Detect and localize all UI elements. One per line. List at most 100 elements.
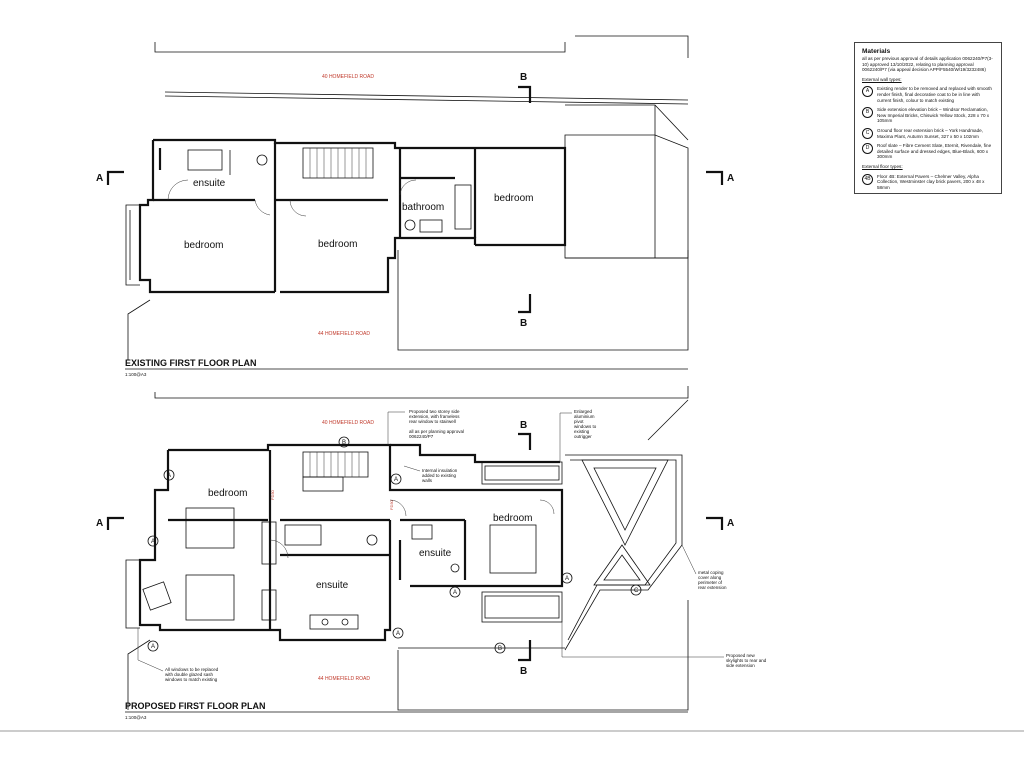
proposed-bottom-boundary <box>397 600 689 711</box>
existing-stairs <box>302 147 374 179</box>
proposed-roof-skylight-triangle-2-inner <box>603 554 641 581</box>
existing-basin <box>419 219 443 233</box>
svg-text:A: A <box>167 473 171 479</box>
svg-text:aluminium: aluminium <box>574 414 595 419</box>
proposed-roof-skylight-triangle-1 <box>581 459 669 546</box>
proposed-road-label-top: 40 HOMEFIELD ROAD <box>322 420 374 426</box>
svg-text:Proposed two storey side: Proposed two storey side <box>409 409 460 414</box>
proposed-rear-extension-coping <box>567 459 677 641</box>
svg-text:pivot: pivot <box>574 419 584 424</box>
material-tag-a: A <box>163 469 175 481</box>
legend-item-text: Floor 4B: External Pavers – Chelmer Vall… <box>877 173 985 190</box>
svg-text:0062240/P7: 0062240/P7 <box>409 434 434 439</box>
svg-text:all as per planning approval: all as per planning approval <box>409 429 464 434</box>
material-tag-b: B <box>494 642 506 654</box>
proposed-bed <box>185 574 235 621</box>
proposed-plan: FD30 FD30 bedroom ensuite ensuite bedroo… <box>96 386 767 720</box>
proposed-road-label-bottom: 44 HOMEFIELD ROAD <box>318 676 370 682</box>
proposed-bay-window <box>125 559 140 629</box>
legend-external-walls-heading: External wall types: <box>862 76 902 82</box>
existing-top-right-boundary <box>575 35 689 58</box>
proposed-door-swing <box>389 499 407 517</box>
existing-section-b-bottom: B <box>518 294 532 329</box>
proposed-room-bedroom-rear: bedroom <box>493 513 532 524</box>
svg-text:All windows to be replaced: All windows to be replaced <box>165 667 219 672</box>
svg-text:added to existing: added to existing <box>422 473 457 478</box>
proposed-left-boundary <box>127 639 151 710</box>
proposed-vanity <box>309 614 359 630</box>
proposed-roof-skylight-triangle-2 <box>593 544 651 586</box>
svg-text:outrigger: outrigger <box>574 434 592 439</box>
legend-item-text: Roof slate – Fibre Cement Slate, Eternit… <box>877 143 992 160</box>
existing-section-b-top: B <box>518 72 532 103</box>
legend-badge: C <box>862 127 873 139</box>
svg-text:B: B <box>520 666 527 677</box>
note-skylights: Proposed new skylights to rear and side … <box>561 622 767 668</box>
svg-text:A: A <box>96 518 103 529</box>
svg-text:A: A <box>151 644 155 650</box>
svg-text:rear window to stairwell: rear window to stairwell <box>409 419 456 424</box>
proposed-skylight-top-inner <box>484 465 560 481</box>
existing-room-bedroom-rear: bedroom <box>494 193 533 204</box>
svg-text:A: A <box>151 539 155 545</box>
note-side-extension: Proposed two storey side extension, with… <box>387 409 464 445</box>
existing-wc <box>256 154 268 166</box>
proposed-fire-door-label: FD30 <box>270 489 275 500</box>
proposed-wc-rear <box>450 563 460 573</box>
existing-road-label-top: 40 HOMEFIELD ROAD <box>322 74 374 80</box>
existing-road-label-bottom: 44 HOMEFIELD ROAD <box>318 331 370 337</box>
proposed-basin <box>321 618 329 626</box>
proposed-section-a-right: A <box>706 516 734 530</box>
existing-bay-window <box>125 204 140 286</box>
proposed-roof-diag <box>647 399 689 441</box>
existing-section-a-left: A <box>96 170 124 185</box>
proposed-room-ensuite-rear: ensuite <box>419 548 452 559</box>
material-tag-a: A <box>390 473 402 485</box>
existing-bath <box>454 184 472 230</box>
svg-text:Enlarged: Enlarged <box>574 409 593 414</box>
material-tag-b: B <box>338 436 350 448</box>
existing-party-line-top-2 <box>164 95 689 105</box>
svg-text:A: A <box>394 477 398 483</box>
svg-text:extension, with frameless: extension, with frameless <box>409 414 460 419</box>
svg-text:cover along: cover along <box>698 575 722 580</box>
proposed-section-a-left: A <box>96 516 124 530</box>
existing-plan: ensuite bathroom bedroom bedroom bedroom… <box>96 35 734 377</box>
proposed-top-boundary <box>154 386 689 399</box>
svg-text:A: A <box>396 631 400 637</box>
legend-item-text: Side extension elevation brick – Windsor… <box>877 107 990 124</box>
proposed-skylight-top <box>481 461 563 485</box>
proposed-outer-wall-top <box>168 443 564 588</box>
proposed-fire-door-label: FD30 <box>389 499 394 510</box>
svg-text:skylights to rear and: skylights to rear and <box>726 658 767 663</box>
proposed-section-b-top: B <box>518 420 532 450</box>
svg-text:A: A <box>453 590 457 596</box>
proposed-bed <box>489 524 537 574</box>
material-tag-a: A <box>561 572 573 584</box>
svg-text:B: B <box>342 440 346 446</box>
legend-item: A Existing render to be removed and repl… <box>862 86 994 103</box>
existing-plan-scale: 1:100@A3 <box>125 372 147 377</box>
svg-text:walls: walls <box>422 478 433 483</box>
legend-badge: A <box>862 86 873 98</box>
proposed-door-swing <box>269 539 289 559</box>
proposed-basin <box>341 618 349 626</box>
existing-room-bedroom-front-mid: bedroom <box>318 239 357 250</box>
proposed-bed <box>185 507 235 549</box>
proposed-skylight-bottom <box>481 591 563 623</box>
svg-text:B: B <box>520 72 527 83</box>
legend-item: B Side extension elevation brick – Winds… <box>862 107 994 124</box>
svg-text:perimeter of: perimeter of <box>698 580 723 585</box>
legend-item: C Ground floor rear extension brick – Yo… <box>862 127 994 139</box>
svg-text:B: B <box>520 318 527 329</box>
svg-text:rear extension: rear extension <box>698 585 727 590</box>
existing-room-ensuite: ensuite <box>193 178 226 189</box>
existing-party-line-top <box>164 91 689 101</box>
proposed-stairs <box>302 451 369 492</box>
materials-legend: Materials all as per previous approval o… <box>854 42 1002 194</box>
svg-text:A: A <box>565 576 569 582</box>
svg-text:windows to: windows to <box>574 424 597 429</box>
existing-door-swing <box>289 199 307 217</box>
legend-intro: all as per previous approval of details … <box>862 56 993 73</box>
